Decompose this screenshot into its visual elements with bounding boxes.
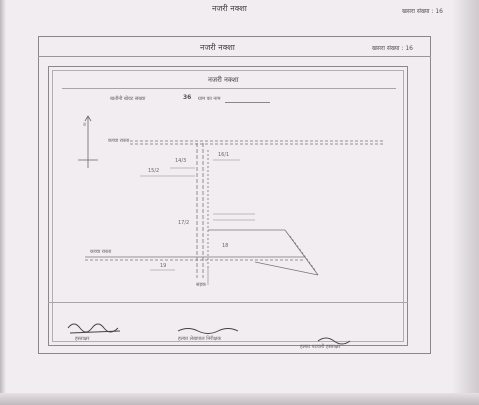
- plot-label-5: 18: [222, 243, 229, 249]
- plot-label-6: 19: [160, 263, 167, 269]
- plot-boundary: [208, 229, 319, 276]
- page-left-shadow: [0, 0, 6, 405]
- signature-left-mark: [67, 323, 121, 334]
- document-header-ref: खसरा संख्या : 16: [372, 45, 413, 52]
- map-inner-frame: [52, 70, 404, 342]
- top-path-line: [130, 140, 385, 145]
- plot-marks: [140, 159, 255, 285]
- document-header-divider: [38, 56, 431, 57]
- page-top-ref: खसरा संख्या : 16: [402, 8, 443, 15]
- plot-label-2: 15/2: [148, 168, 160, 174]
- map-title-divider: [62, 88, 396, 89]
- page-top-title: नजरी नक्शा: [212, 4, 247, 13]
- map-outer-frame: [48, 66, 408, 346]
- info-line-value: 36: [183, 94, 192, 101]
- plot-label-3: 16/1: [218, 152, 230, 158]
- info-line-blank: [225, 102, 270, 103]
- horizontal-road-line: [85, 256, 305, 261]
- page-right-shade: [452, 0, 479, 405]
- north-label: उ: [83, 122, 86, 128]
- signature-left-label: हस्ताक्षर: [75, 336, 90, 342]
- signature-center-mark: [177, 328, 239, 334]
- signature-right-label: हल्का पटवारी हस्ताक्षर: [300, 344, 341, 350]
- plot-label-1: 14/3: [175, 158, 187, 164]
- map-title: नजरी नक्शा: [208, 76, 239, 84]
- document-outer-frame: [38, 36, 431, 354]
- signature-divider: [48, 302, 408, 303]
- signature-right-mark: [317, 337, 351, 345]
- info-line-prefix: खतौनी खेवट संख्या: [110, 96, 146, 102]
- vertical-road-line: [196, 143, 209, 278]
- vertical-road-label: सड़क: [196, 282, 206, 288]
- info-line-suffix: ग्राम का नाम: [198, 96, 221, 102]
- plot-label-4: 17/2: [178, 220, 190, 226]
- top-path-label: कच्चा रास्ता: [108, 138, 130, 144]
- left-road-label: कच्चा रास्ता: [90, 249, 112, 255]
- signature-center-label: हल्का लेखपाल निरीक्षक: [178, 336, 222, 342]
- document-header-title: नजरी नक्शा: [200, 43, 235, 52]
- page-bottom-shade: [0, 393, 479, 405]
- north-arrow-icon: [78, 115, 98, 168]
